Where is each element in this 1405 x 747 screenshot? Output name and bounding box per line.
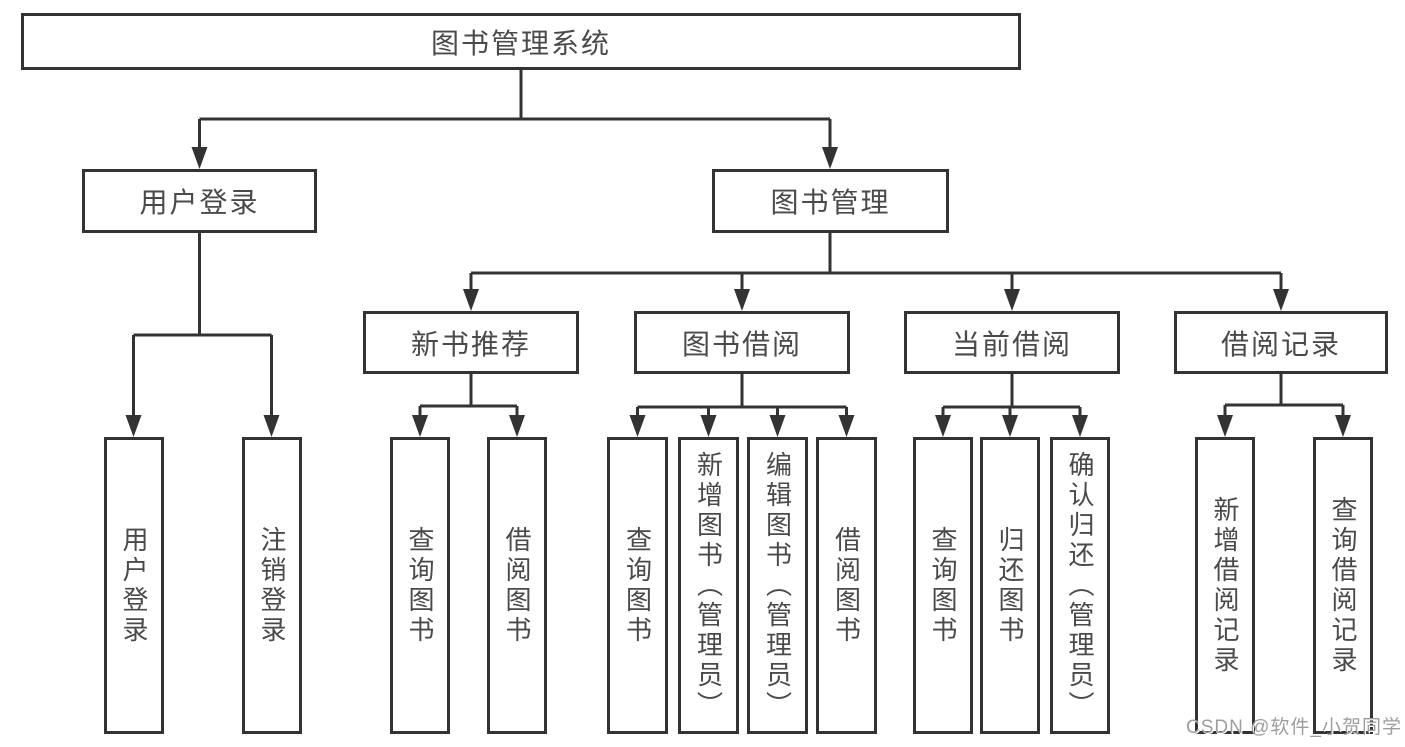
leaf-borrow-books-recommend: 借阅图书 [487, 437, 547, 734]
leaf-borrow-books: 借阅图书 [816, 437, 877, 734]
csdn-watermark: CSDN @软件_小贺同学 [1186, 717, 1402, 738]
leaf-query-books-current: 查询图书 [913, 437, 973, 734]
leaf-return-books: 归还图书 [980, 437, 1040, 734]
leaf-query-books-borrowing: 查询图书 [607, 437, 668, 734]
connector-paths [132, 70, 1345, 431]
leaf-query-books-recommend: 查询图书 [390, 437, 450, 734]
node-library-management-system: 图书管理系统 [21, 13, 1021, 70]
arrowheads [125, 147, 1351, 437]
leaf-query-borrowing-record: 查询借阅记录 [1313, 437, 1373, 734]
leaf-add-borrowing-record: 新增借阅记录 [1195, 437, 1255, 734]
node-book-borrowing: 图书借阅 [634, 311, 850, 374]
leaf-logout: 注销登录 [242, 437, 302, 734]
leaf-edit-books-admin: 编辑图书（管理员） [747, 437, 808, 734]
node-new-book-recommendation: 新书推荐 [363, 311, 579, 374]
node-user-login: 用户登录 [82, 169, 317, 233]
leaf-user-login: 用户登录 [104, 437, 164, 734]
node-book-management: 图书管理 [712, 169, 949, 233]
leaf-add-books-admin: 新增图书（管理员） [678, 437, 739, 734]
leaf-confirm-return-admin: 确认归还（管理员） [1050, 437, 1110, 734]
node-borrowing-records: 借阅记录 [1174, 311, 1388, 374]
node-current-borrowing: 当前借阅 [904, 311, 1120, 374]
